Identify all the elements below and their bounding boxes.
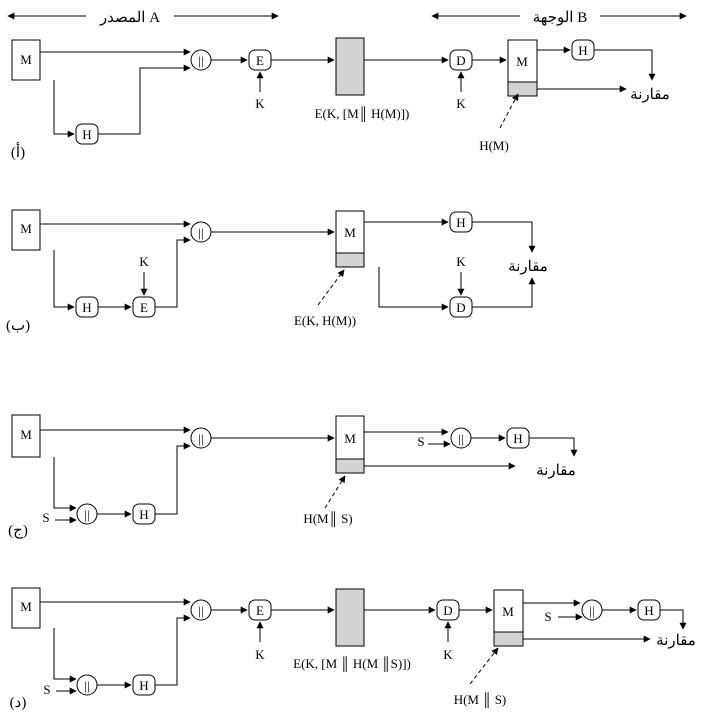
- key-label: K: [456, 254, 466, 269]
- concat-label: ||: [198, 431, 203, 446]
- key-label: K: [139, 254, 149, 269]
- arrow: [53, 80, 75, 138]
- panel-tag: (د): [10, 695, 27, 711]
- arrow: [660, 609, 687, 630]
- header: المصدر A الوجهة B: [7, 5, 687, 27]
- arrow: [594, 49, 656, 81]
- panel-tag: (ج): [8, 523, 28, 539]
- hash-label: H: [644, 603, 653, 618]
- concat-label: ||: [84, 678, 89, 693]
- tail-pointer: [324, 475, 346, 509]
- message-label: M: [344, 431, 356, 446]
- compare-label: مقارنة: [508, 259, 548, 275]
- received-message-box: [507, 39, 538, 83]
- hash-label: H: [456, 215, 465, 230]
- received-message-box: [493, 589, 524, 633]
- tail-label: E(K, H(M)): [294, 313, 356, 328]
- secret-label: S: [544, 609, 551, 624]
- decrypt-label: D: [456, 300, 465, 315]
- hash-label: H: [578, 43, 587, 58]
- key-label: K: [456, 96, 466, 111]
- key-label: K: [443, 647, 453, 662]
- panel-c: M S || H || M S || H مقارنة H(M║ S) (ج): [8, 414, 578, 539]
- message-label: M: [20, 427, 32, 442]
- source-label: المصدر A: [99, 10, 160, 26]
- concat-label: ||: [198, 225, 203, 240]
- arrow: [155, 614, 191, 686]
- message-label: M: [344, 225, 356, 240]
- arrow: [472, 277, 536, 308]
- encrypt-label: E: [140, 300, 148, 315]
- secret-label: S: [43, 682, 50, 697]
- concat-label: ||: [198, 53, 203, 68]
- panel-tag: (أ): [11, 142, 25, 161]
- message-box: [11, 414, 41, 458]
- channel-label: E(K, [M ║ H(M ║S)]): [293, 656, 411, 672]
- hash-label: H: [139, 507, 148, 522]
- arrow: [53, 250, 75, 311]
- concat-label: ||: [458, 431, 463, 446]
- secret-label: S: [42, 510, 49, 525]
- tail-pointer: [317, 269, 345, 306]
- arrow: [53, 628, 77, 683]
- arrow: [155, 236, 191, 308]
- key-label: K: [255, 96, 265, 111]
- arrow: [529, 437, 578, 457]
- panel-d: M S || H || E K E(K, [M ║ H(M ║S)]) D K …: [10, 587, 696, 711]
- received-tag-box: [507, 81, 538, 97]
- arrow: [472, 221, 536, 253]
- hash-label: H: [513, 431, 522, 446]
- panel-tag: (ب): [6, 318, 30, 334]
- tail-label: H(M ║ S): [454, 692, 507, 708]
- hash-label: H: [82, 127, 91, 142]
- arrow: [155, 442, 191, 515]
- received-tag-box: [335, 252, 365, 268]
- arrow: [53, 457, 77, 512]
- tail-pointer: [469, 647, 499, 685]
- compare-label: مقارنة: [656, 633, 696, 649]
- message-label: M: [20, 221, 32, 236]
- received-tag-box: [335, 458, 365, 474]
- panel-a: M H || E K E(K, [M║ H(M)]) D K M H مقارن…: [11, 37, 670, 161]
- hash-label: H: [82, 300, 91, 315]
- source-label-bg: [86, 5, 174, 27]
- arrow: [98, 64, 191, 135]
- compare-label: مقارنة: [536, 463, 576, 479]
- ciphertext-block: [335, 588, 365, 647]
- message-box: [11, 587, 41, 629]
- tail-label: H(M): [479, 138, 509, 153]
- received-message-box: [335, 415, 365, 460]
- tail-pointer: [499, 93, 519, 129]
- message-label: M: [20, 599, 32, 614]
- dest-label: الوجهة B: [533, 10, 587, 26]
- decrypt-label: D: [456, 53, 465, 68]
- encrypt-label: E: [256, 53, 264, 68]
- encrypt-label: E: [256, 603, 264, 618]
- channel-label: E(K, [M║ H(M)]): [315, 106, 410, 122]
- concat-label: ||: [198, 603, 203, 618]
- hash-label: H: [139, 678, 148, 693]
- key-label: K: [255, 647, 265, 662]
- arrow: [378, 267, 449, 311]
- message-box: [11, 209, 41, 251]
- message-label: M: [502, 604, 514, 619]
- message-box: [11, 39, 41, 81]
- concat-label: ||: [84, 507, 89, 522]
- compare-label: مقارنة: [630, 87, 670, 103]
- secret-label: S: [417, 434, 424, 449]
- decrypt-label: D: [443, 603, 452, 618]
- tail-label: H(M║ S): [303, 511, 352, 527]
- message-label: M: [20, 52, 32, 67]
- ciphertext-block: [335, 37, 365, 96]
- message-label: M: [516, 54, 528, 69]
- dest-label-bg: [520, 5, 600, 27]
- received-tag-box: [493, 631, 524, 647]
- concat-label: ||: [589, 603, 594, 618]
- panel-b: M H E K || M H D K مقارنة E(K, H(M)) (ب): [6, 209, 548, 334]
